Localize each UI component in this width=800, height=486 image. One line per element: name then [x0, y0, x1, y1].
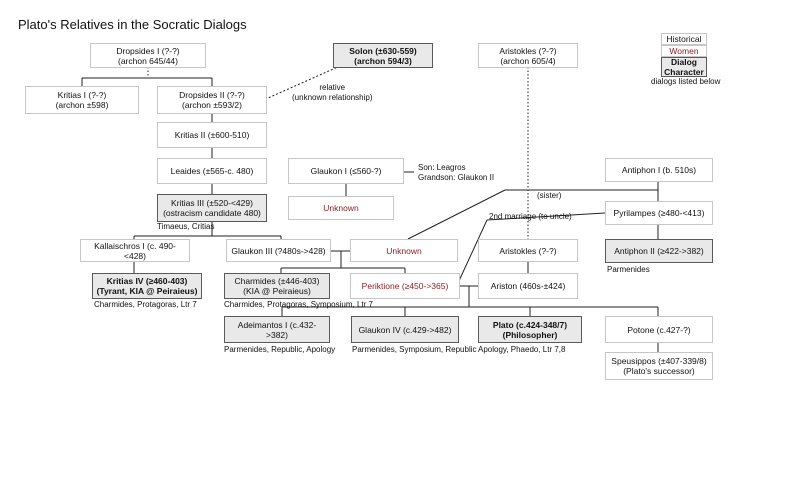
dialogs-kritias-iii: Timaeus, Critias: [157, 222, 215, 231]
person-name: Periktione (≥450->365): [361, 281, 449, 291]
person-name: Speusippos (±407-339/8): [611, 356, 707, 366]
person-glaukon-iii: Glaukon III (?480s->428): [226, 239, 331, 262]
dialogs-adeimantos: Parmenides, Republic, Apology: [224, 345, 336, 354]
person-name: Kritias III (±520-<429): [171, 198, 253, 208]
person-name: Adeimantos I (c.432->382): [237, 319, 317, 340]
legend-women-label: Women: [669, 46, 699, 56]
person-name: Glaukon IV (c.429->482): [358, 324, 452, 335]
person-unknown-wife: Unknown: [350, 239, 458, 262]
person-periktione: Periktione (≥450->365): [350, 273, 460, 299]
person-speusippos: Speusippos (±407-339/8)(Plato's successo…: [605, 352, 713, 380]
person-kritias-ii: Kritias II (±600-510): [157, 122, 267, 148]
legend-women: Women: [661, 45, 707, 57]
dialogs-charmides: Charmides, Protagoras, Symposium, Ltr 7: [224, 300, 373, 309]
note-grandson: Grandson: Glaukon II: [418, 173, 495, 182]
person-charmides: Charmides (±446-403)(KIA @ Peiraieus): [224, 273, 330, 299]
note-relative-line2: (unknown relationship): [292, 93, 373, 102]
person-name: Dropsides I (?-?): [116, 45, 180, 56]
person-name: Leaides (±565-c. 480): [170, 166, 254, 176]
person-name: Charmides (±446-403): [234, 276, 320, 286]
person-antiphon-ii: Antiphon II (≥422->382): [605, 239, 713, 263]
person-name: Pyrilampes (≥480-<413): [613, 208, 705, 218]
person-antiphon-i: Antiphon I (b. 510s): [605, 158, 713, 182]
person-glaukon-i: Glaukon I (≤560-?): [288, 158, 404, 184]
person-solon: Solon (±630-559)(archon 594/3): [333, 43, 433, 68]
person-detail: (ostracism candidate 480): [163, 208, 261, 218]
note-sister: (sister): [537, 191, 562, 200]
person-name: Kritias IV (≥460-403): [106, 276, 188, 286]
person-leaides: Leaides (±565-c. 480): [157, 158, 267, 184]
dialogs-glaukon-iv: Parmenides, Symposium, Republic: [352, 345, 477, 354]
person-kallaischros-i: Kallaischros I (c. 490-<428): [80, 239, 190, 262]
note-son: Son: Leagros: [418, 163, 466, 172]
person-kritias-iv: Kritias IV (≥460-403)(Tyrant, KIA @ Peir…: [92, 273, 202, 299]
person-glaukon-iv: Glaukon IV (c.429->482): [351, 316, 459, 343]
person-name: Aristokles (?-?): [499, 245, 557, 256]
dialogs-kritias-iv: Charmides, Protagoras, Ltr 7: [94, 300, 197, 309]
person-name: Unknown: [323, 203, 359, 213]
person-detail: (archon 645/44): [117, 55, 178, 66]
legend-character-label: Character: [664, 67, 704, 77]
person-detail: (Tyrant, KIA @ Peiraieus): [96, 286, 198, 296]
legend-historical: Historical: [661, 33, 707, 45]
note-relative: relative(unknown relationship): [292, 83, 373, 103]
person-name: Plato (c.424-348/7): [492, 319, 568, 330]
person-aristokles-i: Aristokles (?-?)(archon 605/4): [478, 43, 578, 68]
page-title: Plato's Relatives in the Socratic Dialog…: [18, 17, 247, 32]
legend-dialog-label: Dialog: [671, 57, 697, 67]
person-detail: (archon ±593/2): [182, 100, 242, 110]
person-detail: (Plato's successor): [623, 366, 695, 376]
person-kritias-iii: Kritias III (±520-<429)(ostracism candid…: [157, 194, 267, 222]
dialogs-antiphon-ii: Parmenides: [607, 265, 650, 274]
person-detail: (archon 605/4): [500, 55, 556, 66]
legend-historical-label: Historical: [666, 34, 702, 44]
person-name: Kritias II (±600-510): [174, 130, 250, 140]
person-detail: (Philosopher): [502, 329, 558, 340]
person-detail: (archon 594/3): [354, 55, 412, 66]
person-name: Kritias I (?-?): [57, 90, 107, 100]
person-name: Ariston (460s-±424): [490, 281, 566, 291]
person-detail: (KIA @ Peiraieus): [243, 286, 311, 296]
person-unknown-glaukon-i-child: Unknown: [288, 196, 394, 220]
person-name: Glaukon III (?480s->428): [231, 245, 326, 256]
person-name: Potone (c.427-?): [627, 324, 691, 335]
person-name: Antiphon II (≥422->382): [614, 246, 704, 256]
note-second-marriage: 2nd marriage (to uncle): [489, 212, 572, 221]
person-aristokles-ii: Aristokles (?-?): [478, 239, 578, 262]
person-kritias-i: Kritias I (?-?)(archon ±598): [25, 86, 139, 114]
person-dropsides-ii: Dropsides II (?-?)(archon ±593/2): [157, 86, 267, 114]
person-pyrilampes: Pyrilampes (≥480-<413): [605, 201, 713, 225]
note-relative-line1: relative: [319, 83, 346, 92]
person-dropsides-i: Dropsides I (?-?)(archon 645/44): [90, 43, 206, 68]
person-potone: Potone (c.427-?): [605, 316, 713, 343]
person-plato: Plato (c.424-348/7)(Philosopher): [478, 316, 582, 343]
person-name: Unknown: [386, 245, 422, 256]
person-name: Kallaischros I (c. 490-<428): [94, 240, 176, 261]
person-name: Aristokles (?-?): [499, 45, 557, 56]
legend-note: dialogs listed below: [651, 77, 721, 86]
person-adeimantos-i: Adeimantos I (c.432->382): [224, 316, 330, 343]
dialogs-plato: Apology, Phaedo, Ltr 7,8: [478, 345, 566, 354]
person-ariston: Ariston (460s-±424): [478, 273, 578, 299]
person-name: Antiphon I (b. 510s): [621, 165, 697, 175]
person-name: Glaukon I (≤560-?): [310, 166, 382, 176]
person-name: Solon (±630-559): [349, 45, 417, 56]
person-name: Dropsides II (?-?): [179, 90, 245, 100]
person-detail: (archon ±598): [55, 100, 109, 110]
